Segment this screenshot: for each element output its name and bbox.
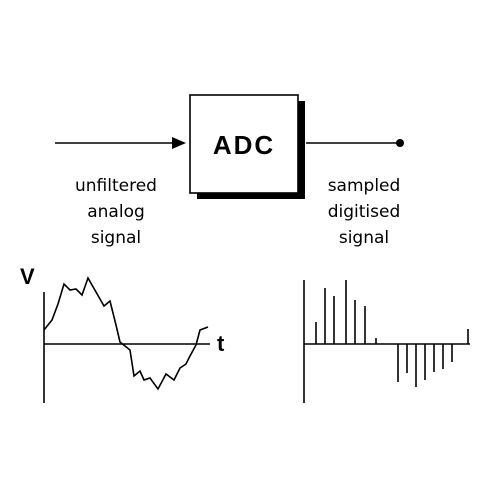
output-line: [306, 139, 404, 147]
adc-block-box: [189, 94, 299, 194]
adc-block-label: ADC: [213, 130, 275, 160]
adc-block: ADC: [189, 94, 305, 199]
input-arrow: [55, 137, 186, 149]
output-terminal-dot: [396, 139, 404, 147]
output-caption-line-3: signal: [339, 228, 389, 248]
analog-y-axis-label: V: [20, 264, 35, 289]
input-caption-line-2: analog: [87, 202, 145, 222]
arrowhead-icon: [172, 137, 186, 149]
sample-stems: [315, 280, 469, 387]
analog-plot: V t: [20, 264, 225, 403]
sampled-plot: [303, 280, 470, 403]
input-caption-line-1: unfiltered: [75, 176, 157, 196]
analog-x-axis-label: t: [217, 331, 225, 356]
analog-waveform: [43, 276, 209, 391]
output-caption-line-1: sampled: [328, 176, 401, 196]
output-caption-line-2: digitised: [328, 202, 401, 222]
output-caption: sampled digitised signal: [328, 176, 401, 248]
input-caption-line-3: signal: [91, 228, 141, 248]
input-caption: unfiltered analog signal: [75, 176, 157, 248]
